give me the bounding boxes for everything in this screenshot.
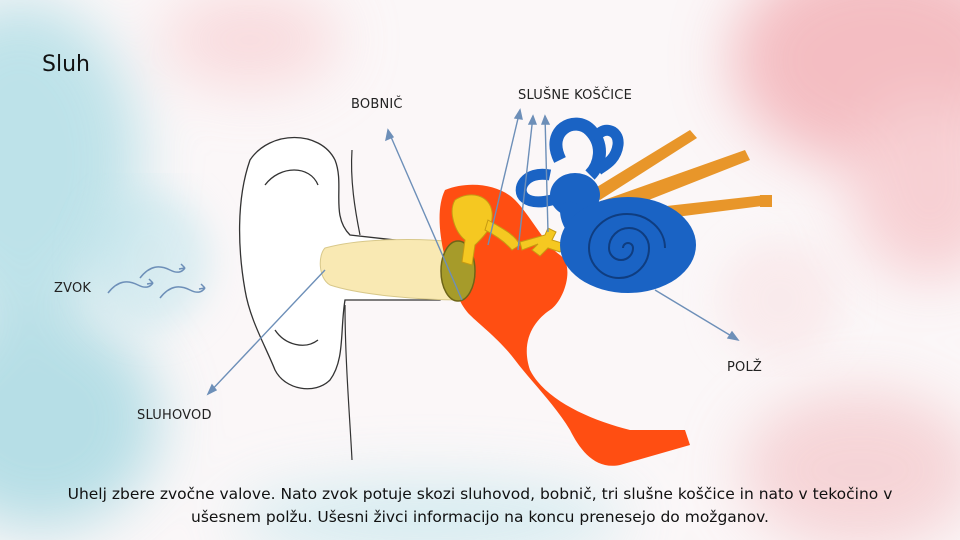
cochlea-pointer [655,290,738,340]
sound-waves [108,264,205,298]
label-cochlea: POLŽ [727,360,762,375]
label-ear-canal: SLUHOVOD [137,408,212,423]
label-eardrum: BOBNIČ [351,97,403,112]
label-ossicles: SLUŠNE KOŠČICE [518,88,632,103]
slide-caption: Uhelj zbere zvočne valove. Nato zvok pot… [40,483,920,529]
skull-line [345,305,352,460]
label-sound: ZVOK [54,281,91,296]
helix-line [352,150,360,235]
